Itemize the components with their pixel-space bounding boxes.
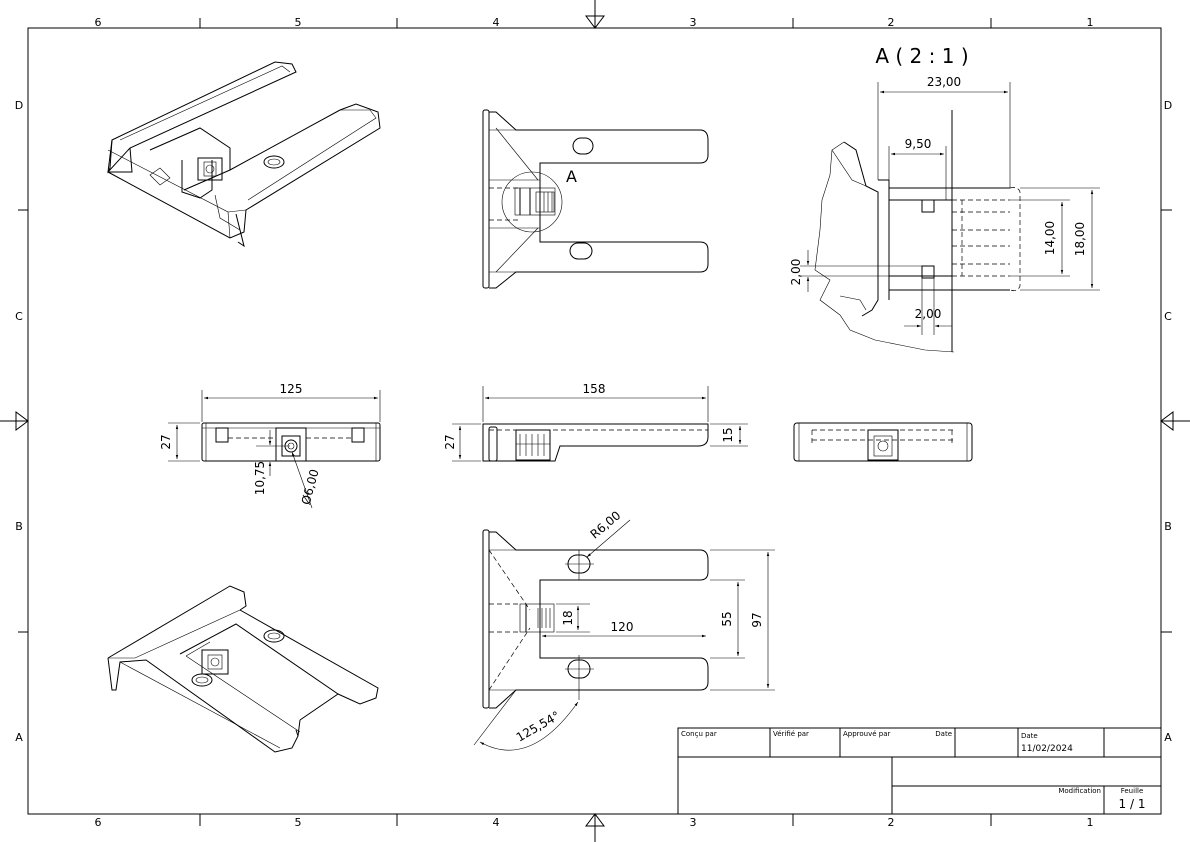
dim-top-slot-length: 120: [611, 620, 634, 634]
zone-col-1-top: 1: [1087, 16, 1094, 29]
dim-top-radius: R6,00: [587, 508, 623, 541]
detail-title: A ( 2 : 1 ): [875, 44, 968, 68]
dim-detail-outer: 18,00: [1073, 222, 1087, 256]
dim-top-slot-width: 18: [561, 610, 575, 625]
zone-row-B-left: B: [15, 520, 23, 533]
zone-row-D-right: D: [1164, 99, 1172, 112]
dim-front-length: 125: [280, 382, 303, 396]
dim-front-height: 27: [159, 434, 173, 449]
title-block: Conçu par Vérifié par Approuvé par Date …: [677, 727, 1162, 815]
zone-col-2-top: 2: [888, 16, 895, 29]
zone-labels: 6 5 4 3 2 1 6 5 4 3 2 1 D C B A D C B A: [15, 16, 1172, 829]
dim-front-hole: Ø6,00: [299, 468, 322, 507]
detail-marker-a: A: [566, 167, 577, 186]
top-view-upper: A: [482, 109, 709, 289]
tb-modification-label: Modification: [1058, 787, 1101, 795]
dim-top-inner-width: 55: [720, 611, 734, 626]
zone-col-2-bottom: 2: [888, 816, 895, 829]
sheet-border: [18, 18, 1172, 826]
dim-side-thickness: 15: [721, 427, 735, 442]
dim-top-overall-width: 97: [750, 612, 764, 627]
end-view: [793, 422, 973, 462]
front-view: 125 27 10,75 Ø6,00: [159, 382, 381, 509]
zone-col-6-bottom: 6: [95, 816, 102, 829]
zone-col-1-bottom: 1: [1087, 816, 1094, 829]
zone-col-4-bottom: 4: [493, 816, 500, 829]
zone-row-A-right: A: [1164, 731, 1172, 744]
zone-row-B-right: B: [1164, 520, 1172, 533]
dim-detail-inner: 14,00: [1043, 221, 1057, 255]
zone-row-C-right: C: [1164, 310, 1172, 323]
tb-date-value: 11/02/2024: [1021, 744, 1073, 754]
side-view: 158 27 15: [443, 382, 748, 462]
tb-approved-by-label: Approuvé par: [843, 730, 891, 738]
dim-detail-wall-v: 2,00: [789, 259, 803, 286]
tb-checked-by-label: Vérifié par: [773, 730, 809, 738]
dim-top-angle: 125,54°: [514, 708, 563, 744]
zone-col-6-top: 6: [95, 16, 102, 29]
detail-view-a: A ( 2 : 1 ) 23,00 9,50: [789, 44, 1100, 353]
zone-row-D-left: D: [15, 99, 23, 112]
isometric-view-bottom: [107, 585, 379, 753]
tb-sheet-label: Feuille: [1121, 787, 1144, 795]
zone-col-4-top: 4: [493, 16, 500, 29]
tb-date-label-2: Date: [1021, 732, 1038, 740]
top-view-lower: R6,00 18 120 55 97 125,54°: [473, 508, 775, 751]
tb-sheet-value: 1 / 1: [1119, 797, 1146, 811]
zone-row-C-left: C: [15, 310, 23, 323]
zone-col-3-top: 3: [690, 16, 697, 29]
zone-col-3-bottom: 3: [690, 816, 697, 829]
dim-side-height: 27: [443, 434, 457, 449]
tb-date-label: Date: [935, 730, 952, 738]
dim-side-length: 158: [583, 382, 606, 396]
zone-row-A-left: A: [15, 731, 23, 744]
zone-col-5-top: 5: [295, 16, 302, 29]
zone-col-5-bottom: 5: [295, 816, 302, 829]
dim-detail-wall-h: 2,00: [915, 307, 942, 321]
dim-detail-offset: 9,50: [905, 137, 932, 151]
dim-detail-width: 23,00: [927, 75, 961, 89]
dim-front-offset: 10,75: [253, 461, 267, 495]
isometric-view-top: [107, 61, 381, 248]
tb-designed-by-label: Conçu par: [681, 730, 717, 738]
